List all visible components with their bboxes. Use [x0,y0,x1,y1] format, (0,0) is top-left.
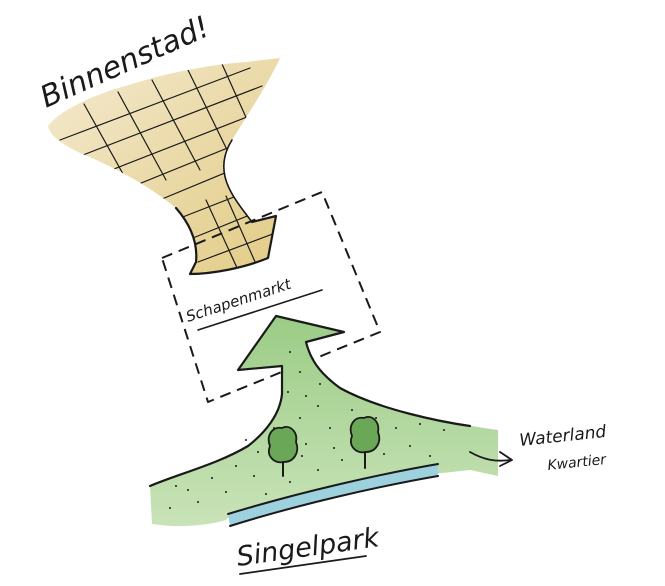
waterland-label-line1: Waterland [518,422,607,451]
waterland-label-line2: Kwartier [547,452,608,474]
singelpark-label-group: Singelpark [235,522,383,574]
singelpark-label: Singelpark [235,522,383,573]
